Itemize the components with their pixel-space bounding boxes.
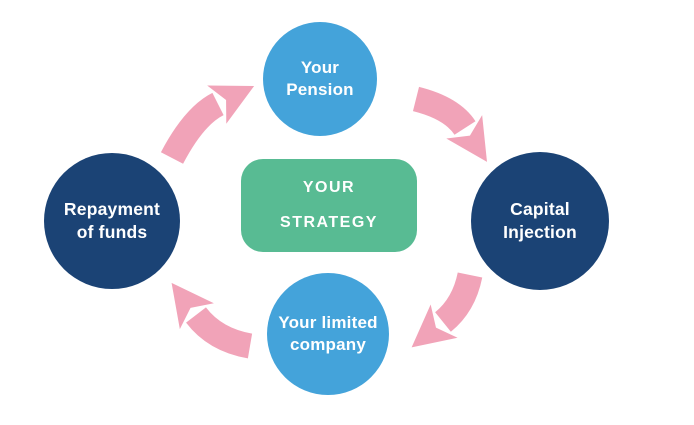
node-limited-company: Your limited company xyxy=(267,273,389,395)
arrow-bottom-to-left-icon xyxy=(171,282,253,359)
strategy-line-1: YOUR xyxy=(302,179,356,196)
node-limited-company-label: Your limited company xyxy=(278,312,378,354)
node-your-pension-label: Your Pension xyxy=(286,57,354,99)
center-strategy-box: YOUR STRATEGY xyxy=(241,159,417,252)
node-repayment-of-funds-label: Repayment of funds xyxy=(63,198,161,242)
strategy-line-2: STRATEGY xyxy=(280,214,378,231)
node-capital-injection-label: Capital Injection xyxy=(503,198,577,242)
arrow-top-to-right-icon xyxy=(412,86,488,162)
arrow-left-to-top-icon xyxy=(160,85,255,164)
arrow-right-to-bottom-icon xyxy=(411,272,483,348)
node-repayment-of-funds: Repayment of funds xyxy=(44,153,180,289)
node-capital-injection: Capital Injection xyxy=(471,152,609,290)
node-your-pension: Your Pension xyxy=(263,22,377,136)
